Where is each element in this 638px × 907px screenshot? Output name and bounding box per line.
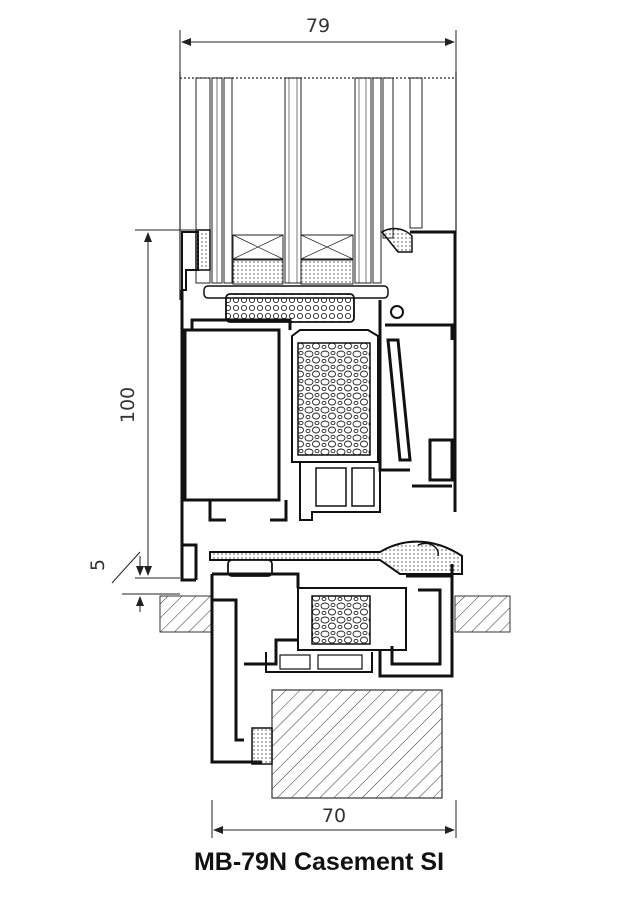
dimension-gap: 5 xyxy=(87,551,180,612)
sill-gasket xyxy=(209,540,463,577)
drawing-caption: MB-79N Casement SI xyxy=(193,848,445,876)
dimension-gap-label: 5 xyxy=(87,559,109,571)
frame-profile xyxy=(210,564,454,765)
wall-section xyxy=(159,595,511,799)
dimension-top: 79 xyxy=(179,15,457,72)
glazing-unit xyxy=(179,72,457,300)
sash-profile xyxy=(180,227,457,582)
dimension-bottom-label: 70 xyxy=(322,805,346,827)
dimension-left-label: 100 xyxy=(117,387,139,423)
dimension-bottom: 70 xyxy=(211,800,457,838)
dimension-left: 100 xyxy=(117,229,195,579)
section-drawing: 79 100 xyxy=(87,15,511,838)
dimension-top-label: 79 xyxy=(306,15,330,37)
